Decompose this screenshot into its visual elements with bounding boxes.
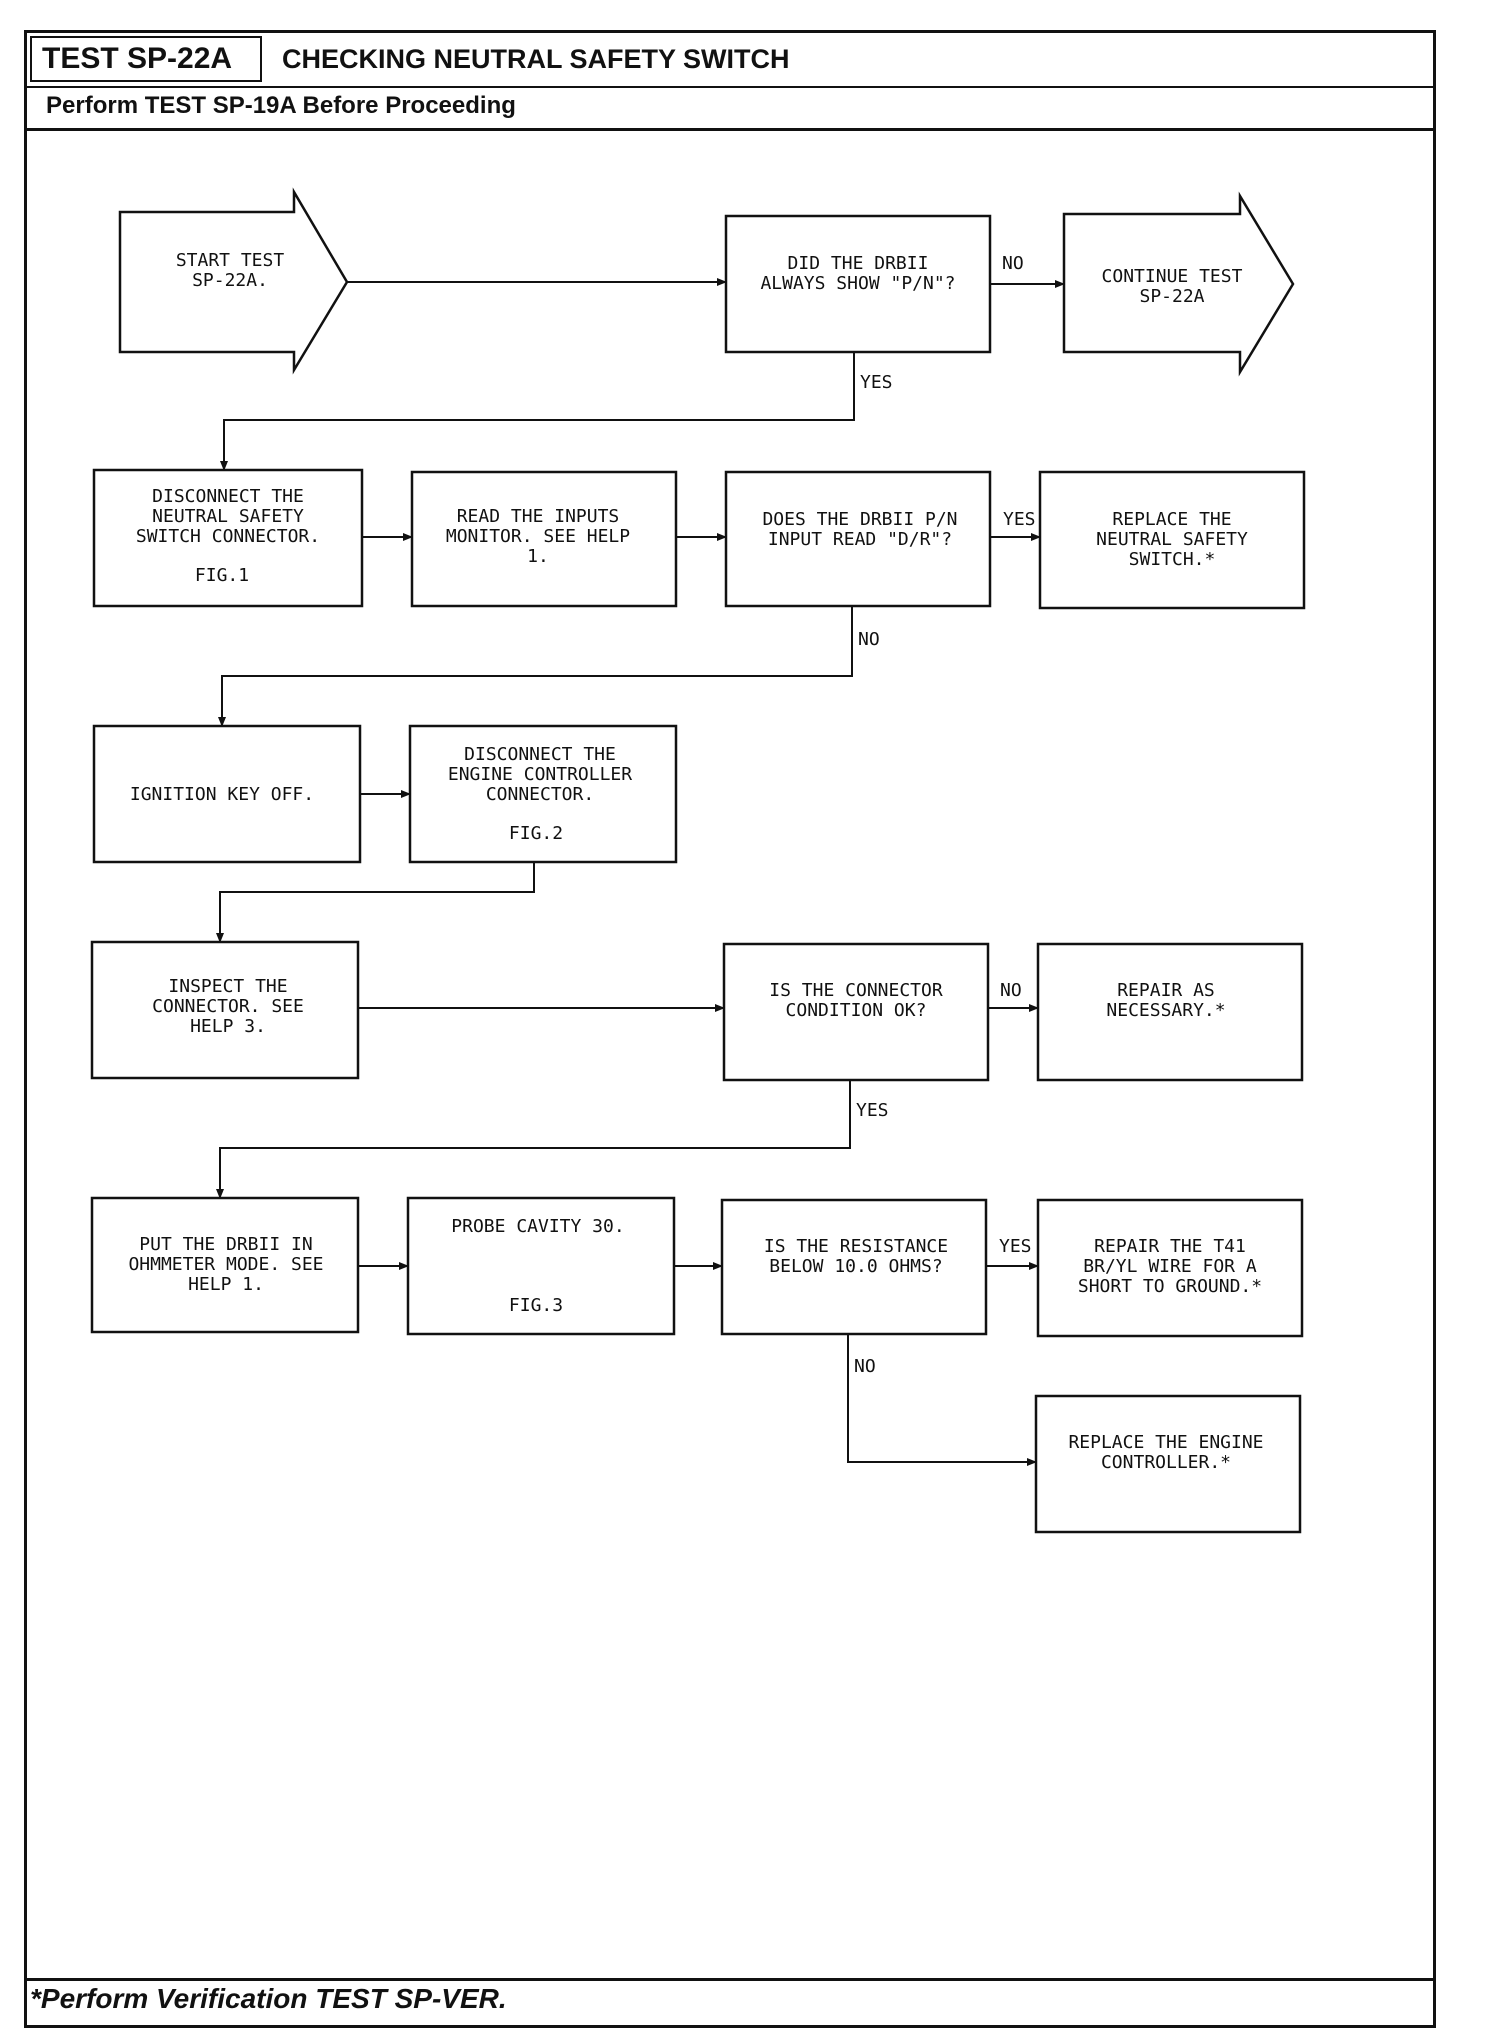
box-text-line: REPLACE THE ENGINE — [1068, 1432, 1263, 1453]
box-text-line: HELP 1. — [188, 1274, 264, 1295]
test-title: CHECKING NEUTRAL SAFETY SWITCH — [282, 44, 790, 74]
box-text-line: 1. — [527, 546, 549, 567]
box-text-line: IS THE CONNECTOR — [769, 980, 943, 1001]
box-text-line: ALWAYS SHOW "P/N"? — [760, 273, 955, 294]
box-text-line: SHORT TO GROUND.* — [1078, 1276, 1262, 1297]
edge-q3-yes — [216, 1080, 851, 1199]
replace-ecu-box — [1034, 1394, 1302, 1534]
footer-rule — [24, 1978, 1436, 1981]
label-yes-1: YES — [860, 372, 893, 393]
probe-fig: FIG.3 — [509, 1295, 563, 1316]
page-frame — [24, 30, 1436, 2028]
label-yes-2: YES — [1003, 509, 1036, 530]
test-id-box: TEST SP-22A — [30, 36, 262, 82]
header-divider — [24, 86, 1436, 88]
box-text-line: NECESSARY.* — [1106, 1000, 1225, 1021]
box-text-line: ENGINE CONTROLLER — [448, 764, 632, 785]
repair-connector-box — [1036, 942, 1304, 1082]
box-text-line: IGNITION KEY OFF. — [130, 784, 314, 805]
footer-note: *Perform Verification TEST SP-VER. — [30, 1983, 507, 2014]
box-text-line: DISCONNECT THE — [464, 744, 616, 765]
q-connector-ok-box — [722, 942, 990, 1082]
continue-arrow-shape — [1062, 191, 1295, 377]
box-text-line: HELP 3. — [190, 1016, 266, 1037]
disconnect-ecu-fig: FIG.2 — [509, 823, 563, 844]
box-text-line: CONNECTOR. SEE — [152, 996, 304, 1017]
box-text-line: SWITCH CONNECTOR. — [136, 526, 320, 547]
ignition-off-text: IGNITION KEY OFF. — [130, 784, 314, 805]
test-subtitle: Perform TEST SP-19A Before Proceeding — [46, 92, 516, 119]
label-yes-3: YES — [856, 1100, 889, 1121]
box-text-line: START TEST — [176, 250, 285, 271]
edge-q1-yes — [220, 352, 855, 471]
read-inputs-box — [410, 470, 678, 608]
box-text-line: NEUTRAL SAFETY — [152, 506, 304, 527]
probe-text: PROBE CAVITY 30. — [451, 1216, 624, 1237]
box-text-line: IS THE RESISTANCE — [764, 1236, 948, 1257]
edge-ecu-to-inspect — [216, 862, 535, 943]
header-bottom-rule — [24, 128, 1436, 131]
box-text-line: OHMMETER MODE. SEE — [128, 1254, 323, 1275]
box-text-line: BR/YL WIRE FOR A — [1083, 1256, 1257, 1277]
box-text-line: CONTROLLER.* — [1101, 1452, 1231, 1473]
box-text-line: REPAIR THE T41 — [1094, 1236, 1246, 1257]
box-text-line: DOES THE DRBII P/N — [762, 509, 957, 530]
box-text-line: CONTINUE TEST — [1102, 266, 1243, 287]
ignition-off-box — [92, 724, 362, 864]
edge-q2-no — [218, 606, 853, 727]
box-text-line: REPAIR AS — [1117, 980, 1215, 1001]
disconnect-nss-fig: FIG.1 — [195, 565, 249, 586]
box-text-line: PROBE CAVITY 30. — [451, 1216, 624, 1237]
box-text-line: DID THE DRBII — [788, 253, 929, 274]
label-no-3: NO — [1000, 980, 1022, 1001]
box-text-line: SP-22A — [1139, 286, 1204, 307]
box-text-line: DISCONNECT THE — [152, 486, 304, 507]
box-text-line: SWITCH.* — [1129, 549, 1216, 570]
box-text-line: SP-22A. — [192, 270, 268, 291]
box-text-line: CONNECTOR. — [486, 784, 594, 805]
label-no-2: NO — [858, 629, 880, 650]
q-reads-dr-box — [724, 470, 992, 608]
box-text-line: NEUTRAL SAFETY — [1096, 529, 1248, 550]
replace-nss-box — [1038, 470, 1306, 610]
edge-q4-no — [847, 1334, 1037, 1466]
inspect-box — [90, 940, 360, 1080]
box-text-line: CONDITION OK? — [786, 1000, 927, 1021]
box-text-line: INPUT READ "D/R"? — [768, 529, 952, 550]
disconnect-nss-box — [92, 468, 364, 608]
label-no-4: NO — [854, 1356, 876, 1377]
box-text-line: BELOW 10.0 OHMS? — [769, 1256, 942, 1277]
label-yes-4: YES — [999, 1236, 1032, 1257]
probe-box — [406, 1196, 676, 1336]
box-text-line: PUT THE DRBII IN — [139, 1234, 312, 1255]
box-text-line: MONITOR. SEE HELP — [446, 526, 630, 547]
ohmmeter-box — [90, 1196, 360, 1334]
repair-wire-box — [1036, 1198, 1304, 1338]
box-text-line: READ THE INPUTS — [457, 506, 620, 527]
box-text-line: INSPECT THE — [168, 976, 287, 997]
box-text-line: REPLACE THE — [1112, 509, 1231, 530]
disconnect-ecu-box — [408, 724, 678, 864]
start-arrow-shape — [118, 187, 349, 375]
label-no-1: NO — [1002, 253, 1024, 274]
